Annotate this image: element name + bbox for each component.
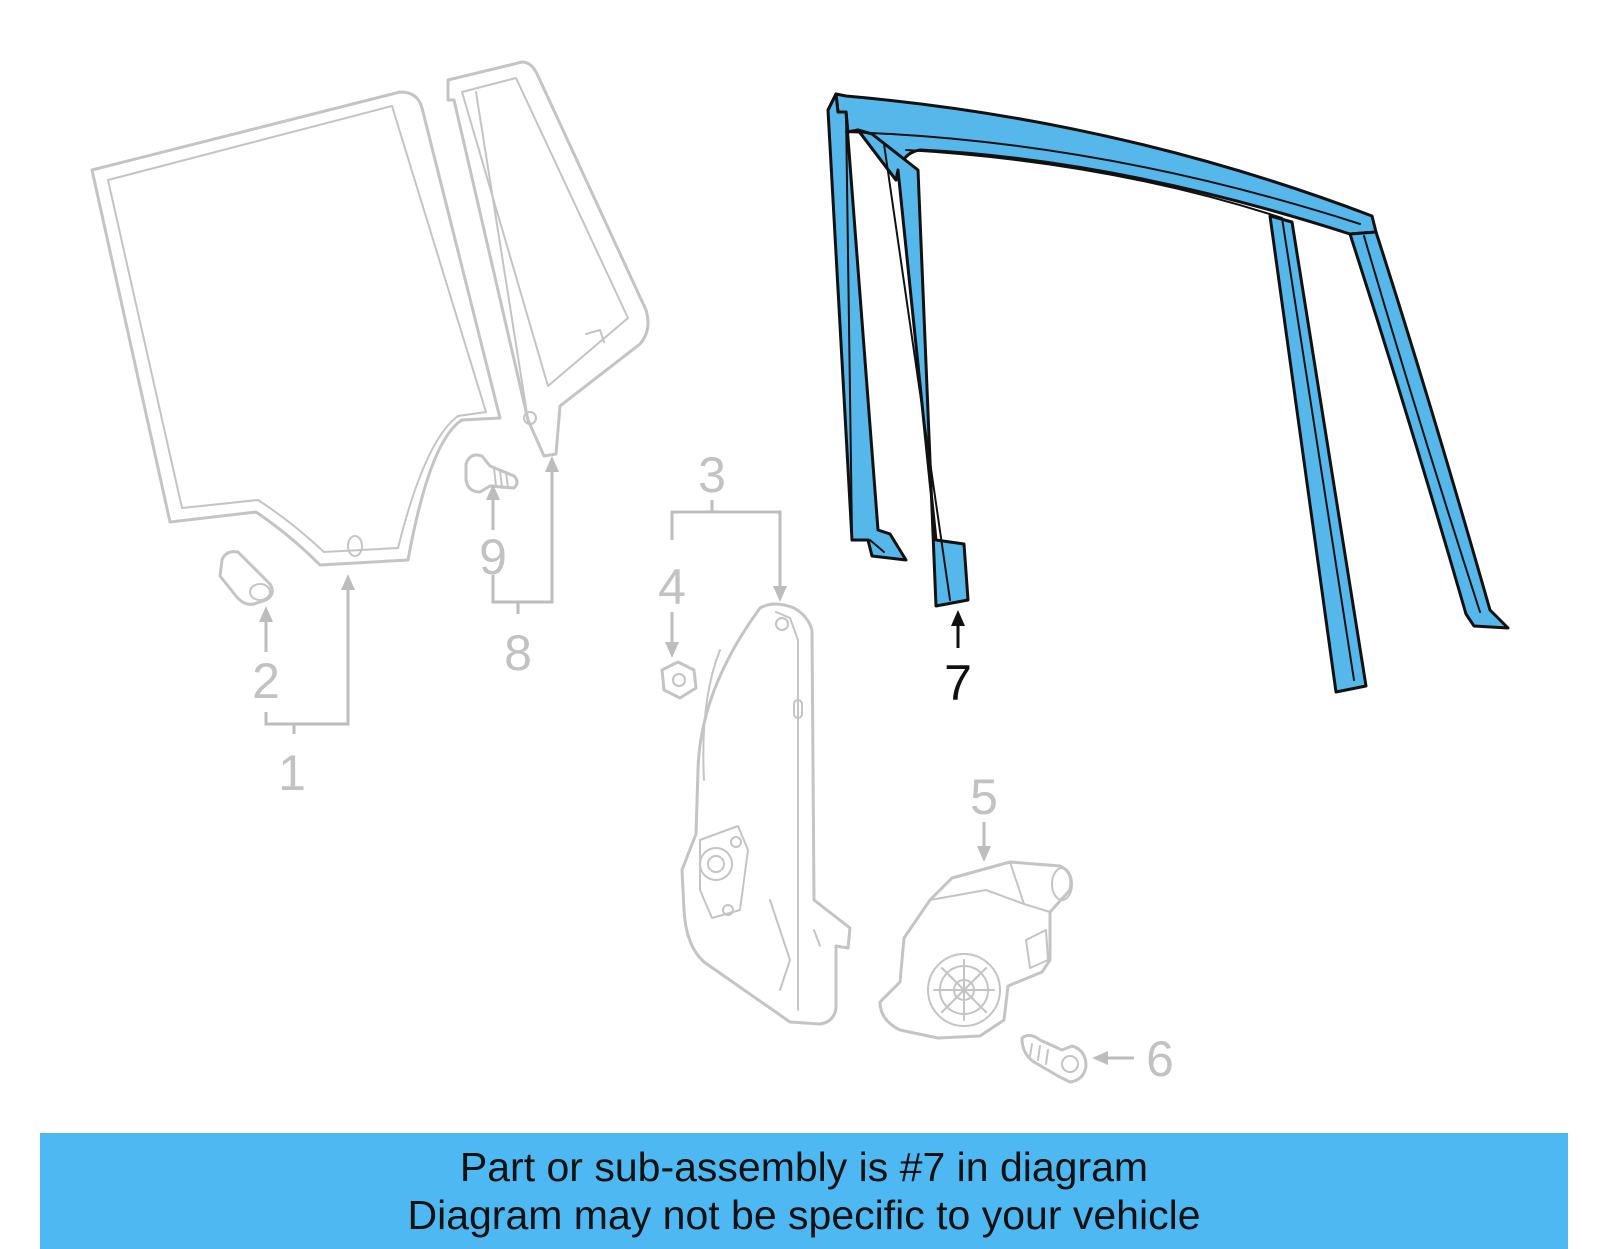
callout-8[interactable]: 8 <box>504 625 532 681</box>
run-channel-part[interactable] <box>446 60 650 458</box>
window-motor-part[interactable] <box>878 860 1073 1040</box>
leader-lines <box>259 456 1134 1065</box>
callout-5[interactable]: 5 <box>970 769 998 825</box>
banner-line-disclaimer: Diagram may not be specific to your vehi… <box>407 1192 1201 1238</box>
nut-part[interactable] <box>660 660 698 700</box>
callout-1[interactable]: 1 <box>278 745 306 801</box>
callout-labels: 1 2 3 4 5 6 7 8 9 <box>252 447 1174 1087</box>
window-regulator-part[interactable] <box>680 602 852 1026</box>
callout-3[interactable]: 3 <box>698 447 726 503</box>
callout-2[interactable]: 2 <box>252 653 280 709</box>
clip-part[interactable] <box>218 550 274 606</box>
bolt-part-6[interactable] <box>1020 1033 1088 1084</box>
door-glass-part[interactable] <box>90 90 502 567</box>
bolt-part-9[interactable] <box>464 453 519 494</box>
callout-9[interactable]: 9 <box>479 529 507 585</box>
info-banner: Part or sub-assembly is #7 in diagram Di… <box>40 1133 1568 1249</box>
callout-7[interactable]: 7 <box>944 655 972 711</box>
banner-line-part-number: Part or sub-assembly is #7 in diagram <box>459 1144 1149 1190</box>
window-weatherstrip-part-highlighted[interactable] <box>826 92 1510 694</box>
callout-4[interactable]: 4 <box>658 559 686 615</box>
callout-6[interactable]: 6 <box>1146 1031 1174 1087</box>
